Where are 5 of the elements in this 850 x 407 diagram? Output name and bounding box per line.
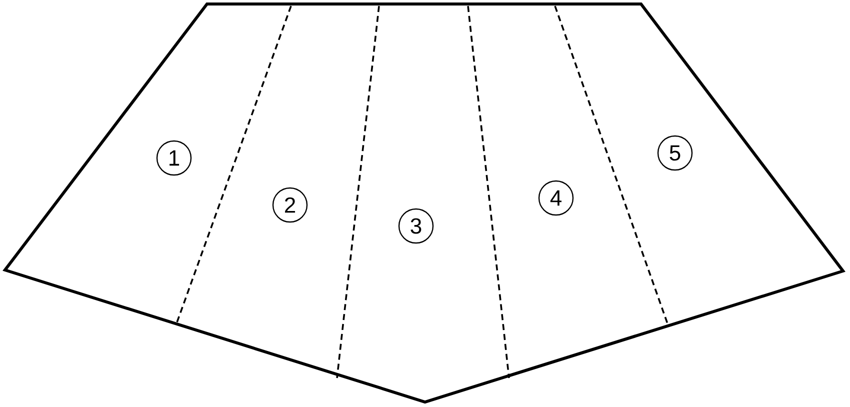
callout-number: 3 xyxy=(398,208,434,244)
callout-number: 5 xyxy=(657,135,693,171)
callout-number: 2 xyxy=(272,187,308,223)
callout-number: 1 xyxy=(156,140,192,176)
callout-number: 4 xyxy=(538,180,574,216)
